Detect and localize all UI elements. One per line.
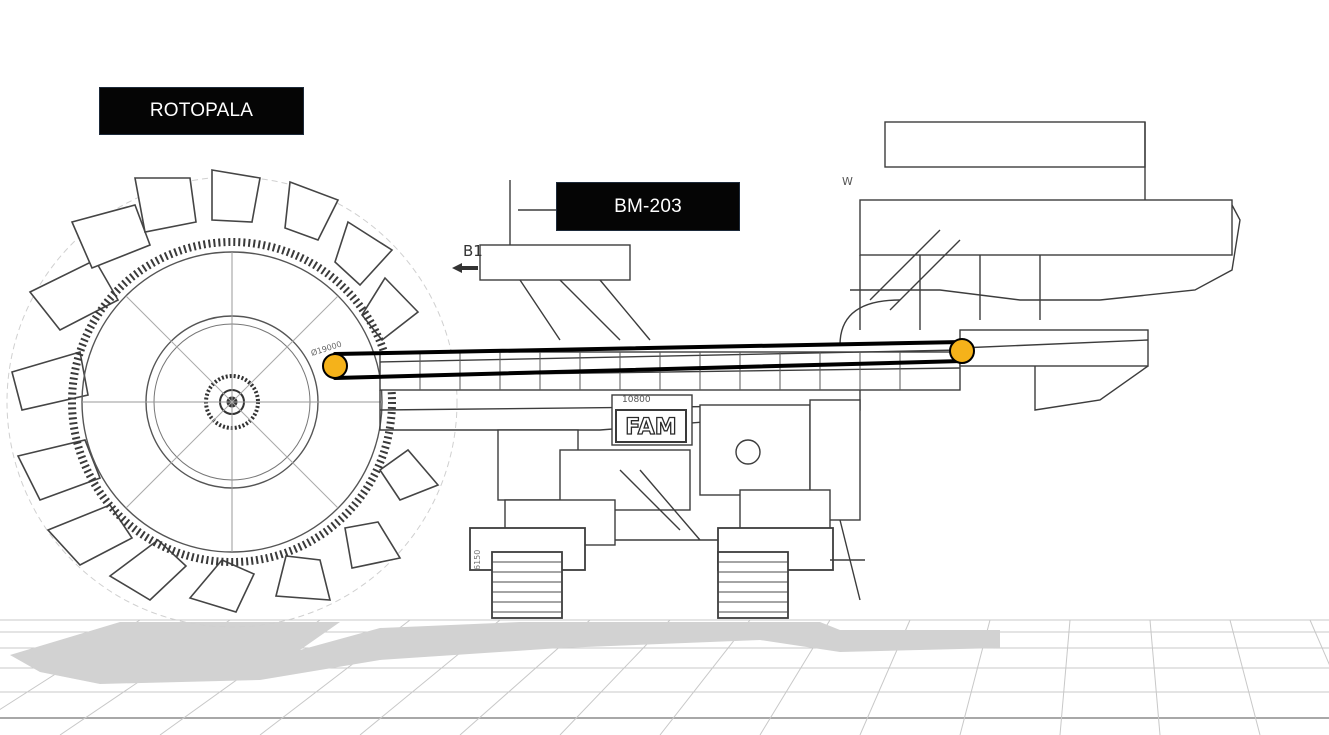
boom-highlight [333, 340, 964, 380]
span-dimension-label: 10800 [622, 395, 651, 405]
brand-plate: FAM [615, 409, 687, 443]
boom-structure [379, 121, 1241, 619]
bucket-wheel [6, 169, 458, 628]
machine-shadow [10, 622, 1000, 684]
machine-id-label: BM-203 [556, 182, 740, 231]
corner-marker-label: W [842, 175, 853, 188]
brand-plate-text: FAM [625, 415, 676, 440]
pivot-joint-icon [949, 338, 975, 364]
direction-arrow-icon [452, 263, 478, 273]
height-dimension-label: 6150 [473, 550, 482, 570]
direction-marker-label: B1 [463, 242, 483, 260]
boom-lower-line [333, 359, 964, 380]
direction-marker: B1 [452, 242, 483, 273]
rotopala-label: ROTOPALA [99, 87, 304, 135]
pivot-joint-icon [322, 353, 348, 379]
boom-upper-line [333, 340, 964, 356]
wheel-buckets [11, 169, 440, 613]
